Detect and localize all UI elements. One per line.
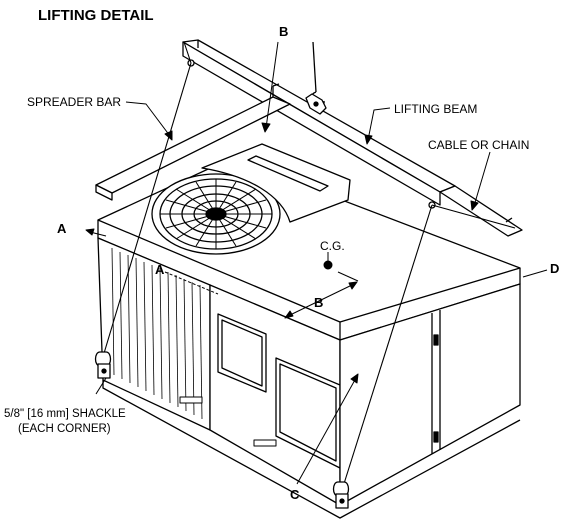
dimension-b-top: B: [279, 24, 289, 39]
spreader-bar-right: [439, 185, 523, 237]
corner-shackles: [94, 351, 350, 509]
dimension-lines: [85, 41, 548, 485]
dimension-d: D: [550, 261, 560, 276]
center-of-gravity-label: C.G.: [320, 239, 345, 253]
unit-right-face: [339, 283, 521, 506]
spreader-bar: [95, 83, 291, 201]
coil-fins: [111, 247, 203, 420]
dimension-b-span: B: [314, 295, 324, 310]
dimension-a-outer: A: [57, 221, 67, 236]
lifting-cables: [101, 41, 516, 491]
dimension-c: C: [290, 487, 300, 502]
crane-hook: [305, 41, 327, 115]
spreader-bar-label: SPREADER BAR: [27, 95, 122, 109]
lifting-beam-label: LIFTING BEAM: [394, 102, 478, 116]
cable-or-chain-label: CABLE OR CHAIN: [428, 138, 530, 152]
shackle-label-line1: 5/8" [16 mm] SHACKLE: [4, 408, 126, 420]
top-access-cover: [201, 143, 351, 223]
condenser-fan: [151, 173, 281, 255]
diagram-title: LIFTING DETAIL: [38, 7, 154, 24]
shackle-label-line2: (EACH CORNER): [18, 423, 111, 435]
dimension-a-inner: A: [155, 262, 165, 277]
